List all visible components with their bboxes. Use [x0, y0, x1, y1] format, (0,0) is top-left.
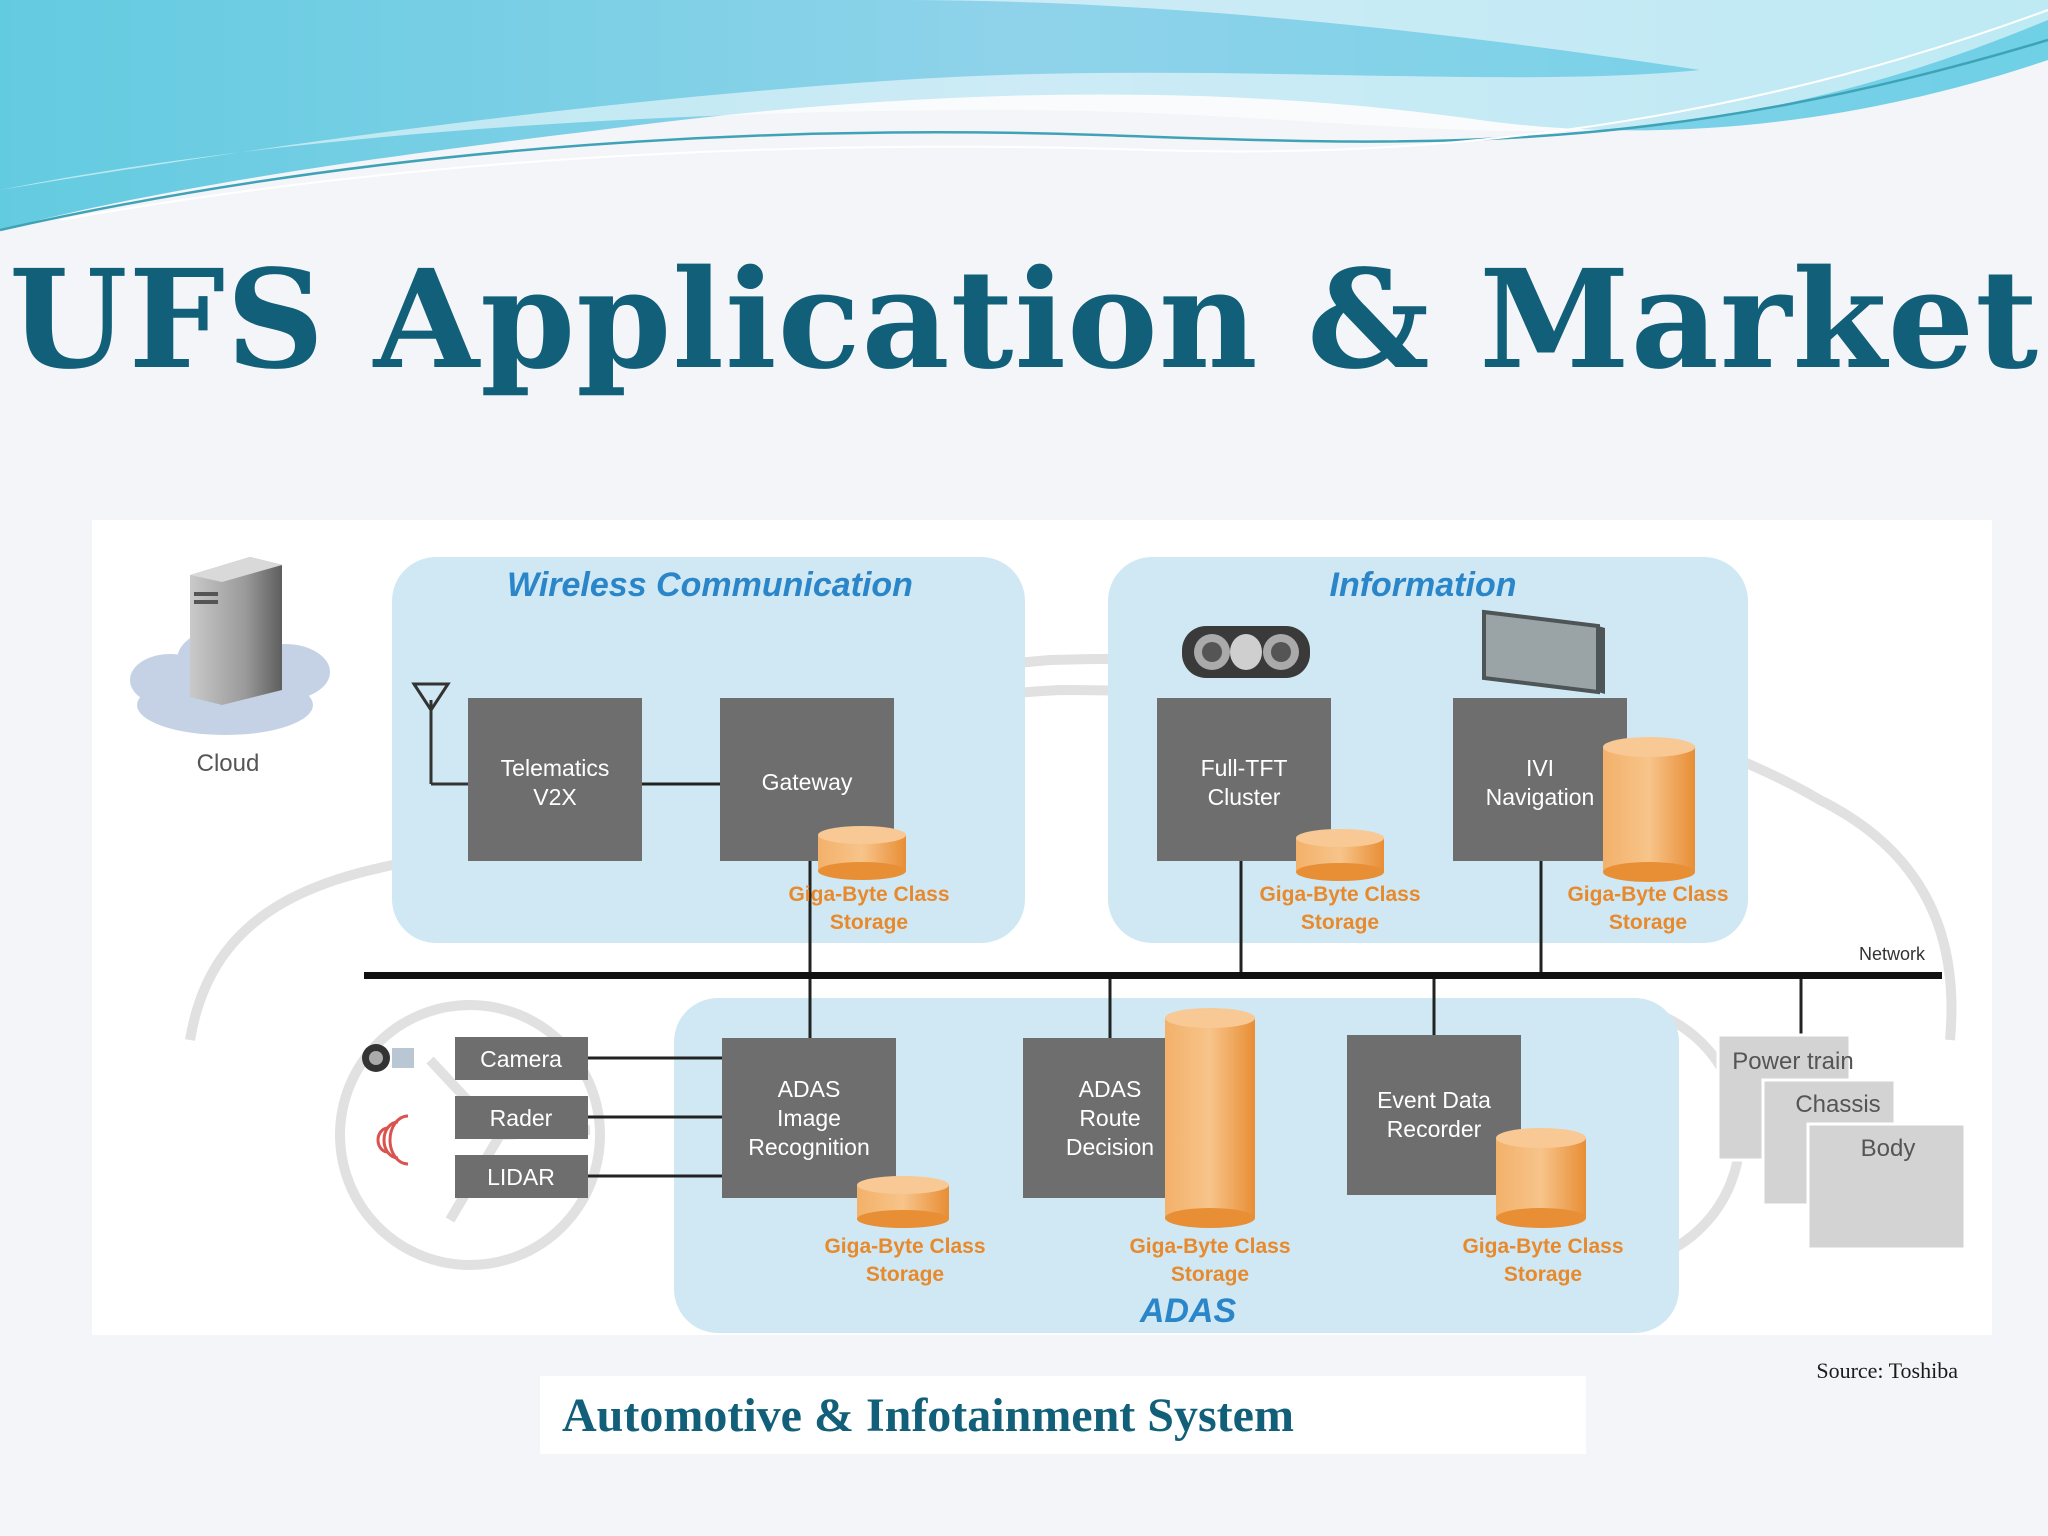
- storage-label-adas-image-line1: Giga-Byte Class: [824, 1235, 985, 1258]
- header-wave-decoration: [0, 0, 2048, 232]
- storage-label-ivi-line2: Storage: [1609, 911, 1687, 934]
- box-event-data-line1: Event Data: [1377, 1087, 1491, 1113]
- sensor-label-camera: Camera: [480, 1046, 562, 1072]
- sensor-box-lidar: LIDAR: [455, 1155, 588, 1198]
- radar-waves-icon: [376, 1114, 409, 1166]
- box-adas-image-line1: ADAS: [778, 1076, 841, 1102]
- box-telematics-line1: Telematics: [501, 755, 610, 781]
- box-adas-route-line1: ADAS: [1079, 1076, 1142, 1102]
- storage-cylinder-full-tft: [1296, 829, 1384, 881]
- storage-cylinder-ivi: [1603, 737, 1695, 882]
- sensor-label-lidar: LIDAR: [487, 1164, 555, 1190]
- box-ivi-line1: IVI: [1526, 755, 1554, 781]
- storage-label-adas-route-line1: Giga-Byte Class: [1129, 1235, 1290, 1258]
- antenna-icon: [411, 682, 468, 786]
- box-adas-image-line2: Image: [777, 1105, 841, 1131]
- storage-label-full-tft-line2: Storage: [1301, 911, 1379, 934]
- vehicle-systems-stack: Power train Chassis Body: [1716, 1033, 1967, 1251]
- box-ivi-navigation: IVI Navigation: [1453, 698, 1627, 861]
- connection-lines: [588, 782, 1803, 1178]
- storage-cylinder-gateway: [818, 826, 906, 880]
- diagram-caption: Automotive & Infotainment System: [562, 1389, 1294, 1442]
- group-title-information: Information: [1330, 566, 1517, 604]
- group-title-wireless: Wireless Communication: [507, 566, 913, 604]
- storage-label-event-data-line1: Giga-Byte Class: [1462, 1235, 1623, 1258]
- network-label: Network: [1859, 944, 1926, 964]
- box-telematics-line2: V2X: [533, 784, 576, 810]
- storage-label-ivi-line1: Giga-Byte Class: [1567, 883, 1728, 906]
- cloud-label: Cloud: [197, 750, 260, 777]
- storage-label-gateway-line2: Storage: [830, 911, 908, 934]
- box-adas-image-recognition: ADAS Image Recognition: [722, 1038, 896, 1198]
- box-gateway-line1: Gateway: [762, 769, 853, 795]
- box-telematics: Telematics V2X: [468, 698, 642, 861]
- vehicle-system-chassis: Chassis: [1795, 1091, 1880, 1118]
- page-title: UFS Application & Market: [8, 240, 2040, 400]
- storage-label-full-tft-line1: Giga-Byte Class: [1259, 883, 1420, 906]
- box-full-tft-line2: Cluster: [1208, 784, 1281, 810]
- storage-label-gateway-line1: Giga-Byte Class: [788, 883, 949, 906]
- network-bus: [364, 972, 1942, 979]
- caption-box: Automotive & Infotainment System: [540, 1376, 1586, 1454]
- sensor-box-rader: Rader: [455, 1096, 588, 1139]
- box-adas-route-line2: Route: [1079, 1105, 1140, 1131]
- box-adas-route-line3: Decision: [1066, 1134, 1154, 1160]
- box-adas-image-line3: Recognition: [748, 1134, 869, 1160]
- storage-label-adas-image-line2: Storage: [866, 1263, 944, 1286]
- storage-cylinder-adas-route: [1165, 1008, 1255, 1228]
- vehicle-system-body: Body: [1861, 1135, 1916, 1162]
- sensor-label-rader: Rader: [490, 1105, 553, 1131]
- box-event-data-recorder: Event Data Recorder: [1347, 1035, 1521, 1195]
- storage-label-event-data-line2: Storage: [1504, 1263, 1582, 1286]
- source-credit: Source: Toshiba: [1816, 1358, 1958, 1383]
- storage-label-adas-route-line2: Storage: [1171, 1263, 1249, 1286]
- sensor-box-camera: Camera: [455, 1037, 588, 1080]
- vehicle-system-power-train: Power train: [1732, 1048, 1853, 1075]
- storage-cylinder-event-data: [1496, 1128, 1586, 1228]
- instrument-cluster-icon: [1182, 626, 1310, 678]
- camera-icon: [362, 1044, 414, 1072]
- box-ivi-line2: Navigation: [1486, 784, 1595, 810]
- display-screen-icon: [1482, 609, 1605, 695]
- group-title-adas: ADAS: [1139, 1292, 1237, 1330]
- box-full-tft-line1: Full-TFT: [1201, 755, 1288, 781]
- storage-cylinder-adas-image: [857, 1176, 949, 1228]
- server-icon: [190, 557, 282, 705]
- box-event-data-line2: Recorder: [1387, 1116, 1482, 1142]
